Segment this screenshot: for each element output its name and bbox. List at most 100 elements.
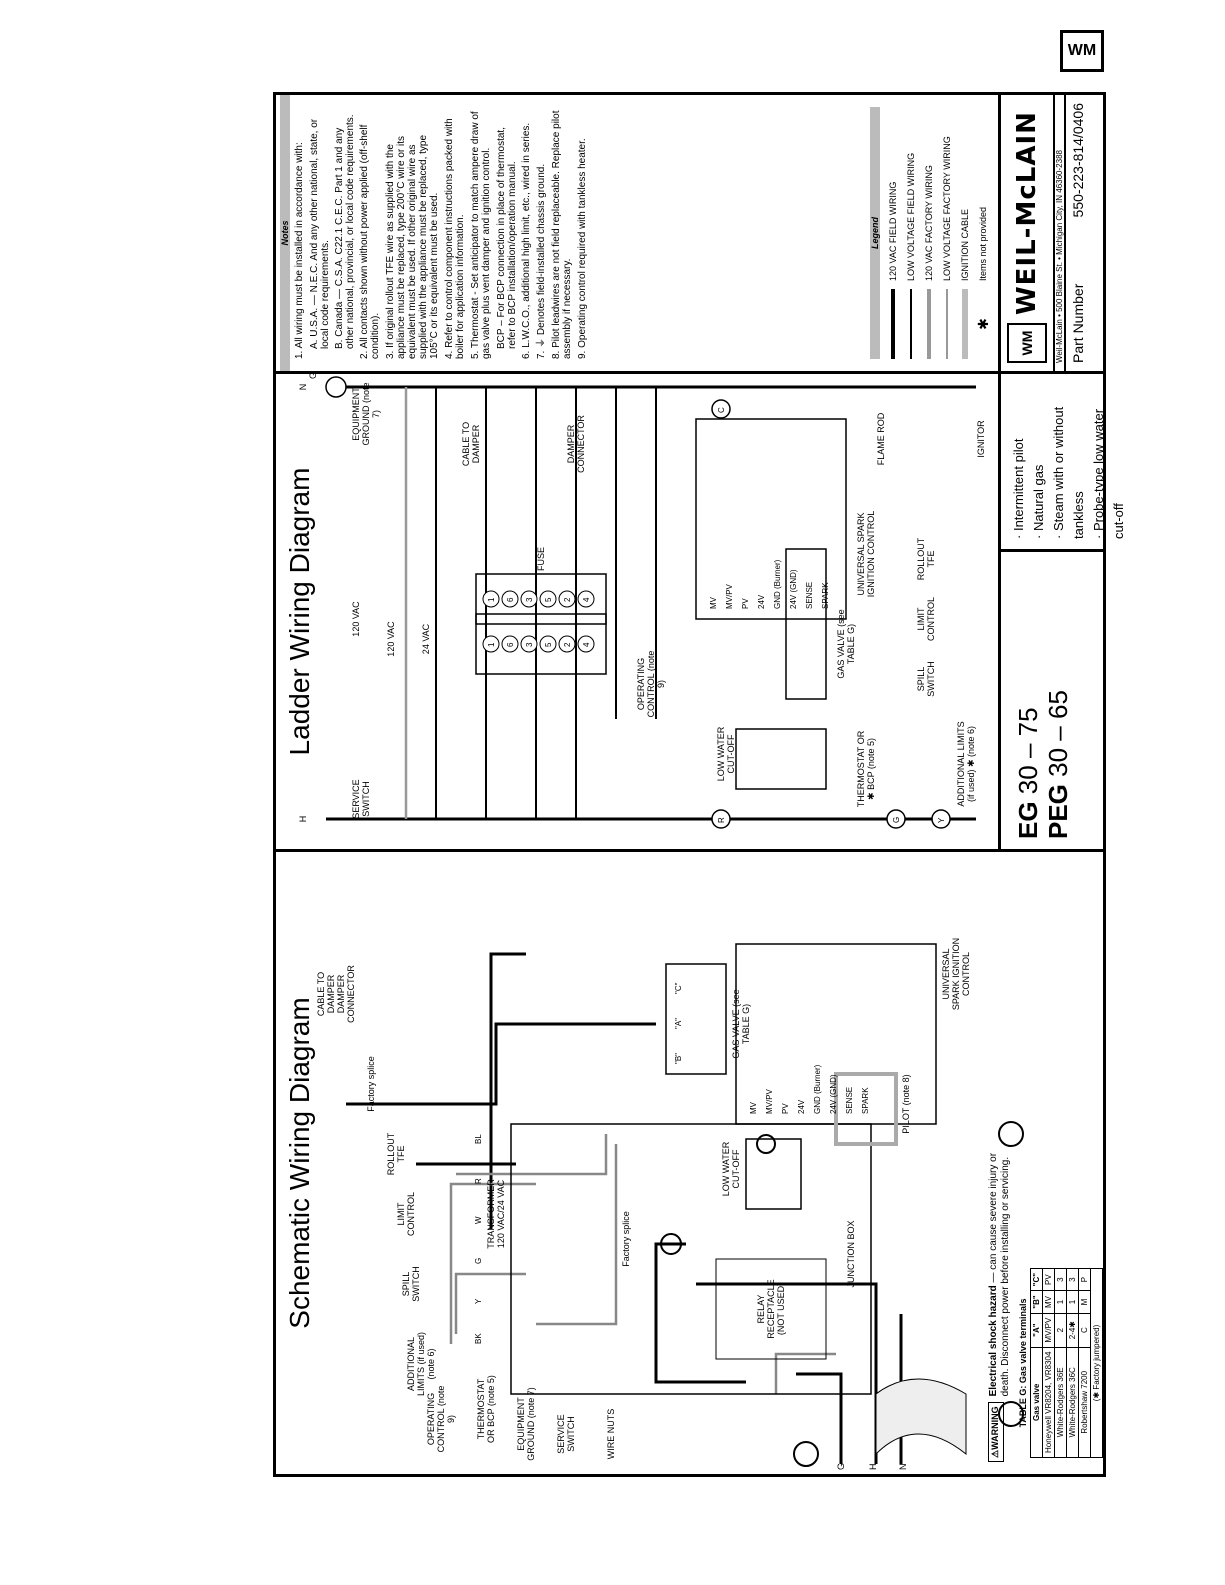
plug-pin-label: 3 xyxy=(525,642,534,647)
label-limit-control: LIMIT CONTROL xyxy=(396,1192,416,1237)
ladder-label-120vac-t: 120 VAC xyxy=(386,621,396,657)
ladder-label-damper-connector: DAMPER CONNECTOR xyxy=(566,415,586,473)
table-cell: White-Rodgers 36E xyxy=(1054,1347,1067,1458)
terminal-c xyxy=(711,399,731,419)
schematic-terminal-label: GND (Burner) xyxy=(813,1064,822,1114)
wire-g xyxy=(796,1372,843,1464)
label-factory-splice-top: Factory splice xyxy=(366,1056,376,1112)
label-service-switch: SERVICE SWITCH xyxy=(556,1414,576,1454)
plug-pin-label: 5 xyxy=(544,597,553,602)
plug-pin xyxy=(558,635,576,653)
ladder-label-lwco: LOW WATER CUT-OFF xyxy=(716,726,736,782)
plug-pin xyxy=(520,635,538,653)
factory-wire-1 xyxy=(449,1182,536,1344)
rotated-sheet: Schematic Wiring Diagram xyxy=(276,95,1126,1474)
legend-item: LOW VOLTAGE FACTORY WIRING xyxy=(938,107,956,359)
ladder-label-limit-control: LIMIT CONTROL xyxy=(916,597,936,642)
table-cell: MV/PV xyxy=(1042,1313,1055,1348)
ladder-terminal-label: 24V xyxy=(757,594,766,609)
plug-bottom xyxy=(475,573,607,625)
company-name: WEIL-McLAIN xyxy=(1012,111,1042,315)
schematic-terminal-label: 24V xyxy=(797,1099,806,1114)
label-low-water-cutoff: LOW WATER CUT-OFF xyxy=(721,1141,741,1197)
company-block: WM WEIL-McLAIN Weil-McLain • 500 Blaine … xyxy=(1001,95,1103,371)
ladder-terminal-label: SPARK xyxy=(821,582,830,609)
table-cell: 1 xyxy=(1066,1290,1079,1314)
schematic-g: G xyxy=(836,1463,846,1470)
plug-pin xyxy=(482,635,500,653)
plug-pin xyxy=(501,635,519,653)
ladder-label-gas-valve: GAS VALVE (see TABLE G) xyxy=(836,609,856,679)
ladder-terminal-label: PV xyxy=(741,598,750,609)
note-item: B. Canada — C.S.A. C22.1 C.E.C. Part 1 a… xyxy=(334,114,356,349)
label-rollout-tfe: ROLLOUT TFE xyxy=(386,1132,406,1176)
notes-heading: Notes xyxy=(280,95,290,371)
schematic-terminal-label: SPARK xyxy=(861,1087,870,1114)
legend-heading: Legend xyxy=(870,107,880,359)
table-cell: White-Rodgers 36C xyxy=(1066,1347,1079,1458)
legend-item: ✱Items not provided xyxy=(974,206,991,330)
table-footnote: (✱ Factory jumpered) xyxy=(1090,1268,1103,1458)
schematic-wire-color: BK xyxy=(474,1333,483,1344)
table-row: Honeywell VR8204, VR8304 MV/PV MV PV xyxy=(1042,1268,1055,1458)
notes-body: 1. All wiring must be installed in accor… xyxy=(294,95,588,371)
terminal-r xyxy=(711,809,731,829)
gas-valve-table: TABLE G: Gas valve terminals Gas valve "… xyxy=(1016,1268,1103,1458)
title-block: EG 30 – 75 PEG 30 – 65 Intermittent pilo… xyxy=(1001,371,1126,849)
note-item: 6. L.W.C.O., additional high limit, etc.… xyxy=(521,122,532,359)
ladder-label-universal-spark: UNIVERSAL SPARK IGNITION CONTROL xyxy=(856,510,876,598)
ladder-y: Y xyxy=(937,817,946,823)
ladder-gg: G xyxy=(892,817,901,823)
ladder-label-spill-switch: SPILL SWITCH xyxy=(916,661,936,697)
ladder-label-120vac: 120 VAC xyxy=(351,601,361,637)
label-cable-to-damper: CABLE TO DAMPER xyxy=(316,971,336,1017)
schematic-wire-color: W xyxy=(474,1216,483,1224)
plug-pin-label: 5 xyxy=(544,642,553,647)
label-factory-splice-mid: Factory splice xyxy=(621,1211,631,1267)
jb-screw-2 xyxy=(998,1121,1024,1147)
table-cell: MV xyxy=(1042,1290,1055,1314)
schematic-h: H xyxy=(868,1464,878,1471)
ladder-label-equipment-ground: EQUIPMENT GROUND (note 7) xyxy=(351,382,381,446)
table-cell: Robertshaw 7200 xyxy=(1078,1347,1091,1458)
ladder-terminal-label: MV xyxy=(709,596,718,609)
plug-pin xyxy=(558,590,576,608)
schematic-wire-color: G xyxy=(474,1258,483,1264)
label-pilot: PILOT (note 8) xyxy=(901,1074,911,1134)
table-header: "C" xyxy=(1030,1268,1043,1291)
part-number-label: Part Number xyxy=(1070,283,1086,363)
label-equipment-ground: EQUIPMENT GROUND (note 7) xyxy=(516,1387,536,1461)
label-relay-receptacle: RELAY RECEPTACLE (NOT USED) xyxy=(756,1279,786,1339)
legend-item: LOW VOLTAGE FIELD WIRING xyxy=(902,107,920,359)
table-row: Robertshaw 7200 C M P xyxy=(1078,1268,1091,1458)
ladder-label-rollout: ROLLOUT TFE xyxy=(916,537,936,581)
junction-box-outline xyxy=(510,1123,872,1395)
ladder-label-flame-rod: FLAME ROD xyxy=(876,412,886,466)
gas-valve-block xyxy=(785,548,827,700)
note-item: 9. Operating control required with tankl… xyxy=(577,138,588,359)
schematic-wire-color: BL xyxy=(474,1134,483,1144)
plug-top xyxy=(475,613,607,675)
plug-pin xyxy=(577,590,595,608)
table-cell: 2 xyxy=(1054,1313,1067,1348)
lwco-block xyxy=(735,728,827,790)
table-cell: 3 xyxy=(1054,1268,1067,1291)
plug-pin-label: 2 xyxy=(563,597,572,602)
company-mark: WM xyxy=(1007,323,1047,363)
ladder-panel: Ladder Wiring Diagram xyxy=(276,371,1001,849)
plug-pin-label: 1 xyxy=(487,642,496,647)
plug-pin-label: 3 xyxy=(525,597,534,602)
model-peg: PEG 30 – 65 xyxy=(1043,690,1073,839)
relay-receptacle-box xyxy=(715,1258,827,1360)
schematic-valve-terminal: "A" xyxy=(674,1018,683,1029)
legend-item: IGNITION CABLE xyxy=(956,107,974,359)
company-logo-row: WM WEIL-McLAIN xyxy=(1001,95,1053,371)
schematic-wire-color: Y xyxy=(474,1298,483,1304)
ladder-terminal-label: 24V (GND) xyxy=(789,569,798,609)
plug-pin-label: 1 xyxy=(487,597,496,602)
ladder-r: R xyxy=(717,817,726,823)
note-item: 7. ⏚ Denotes field-installed chassis gro… xyxy=(536,163,547,359)
note-item: A. U.S.A. — N.E.C. And any other nationa… xyxy=(309,118,331,349)
